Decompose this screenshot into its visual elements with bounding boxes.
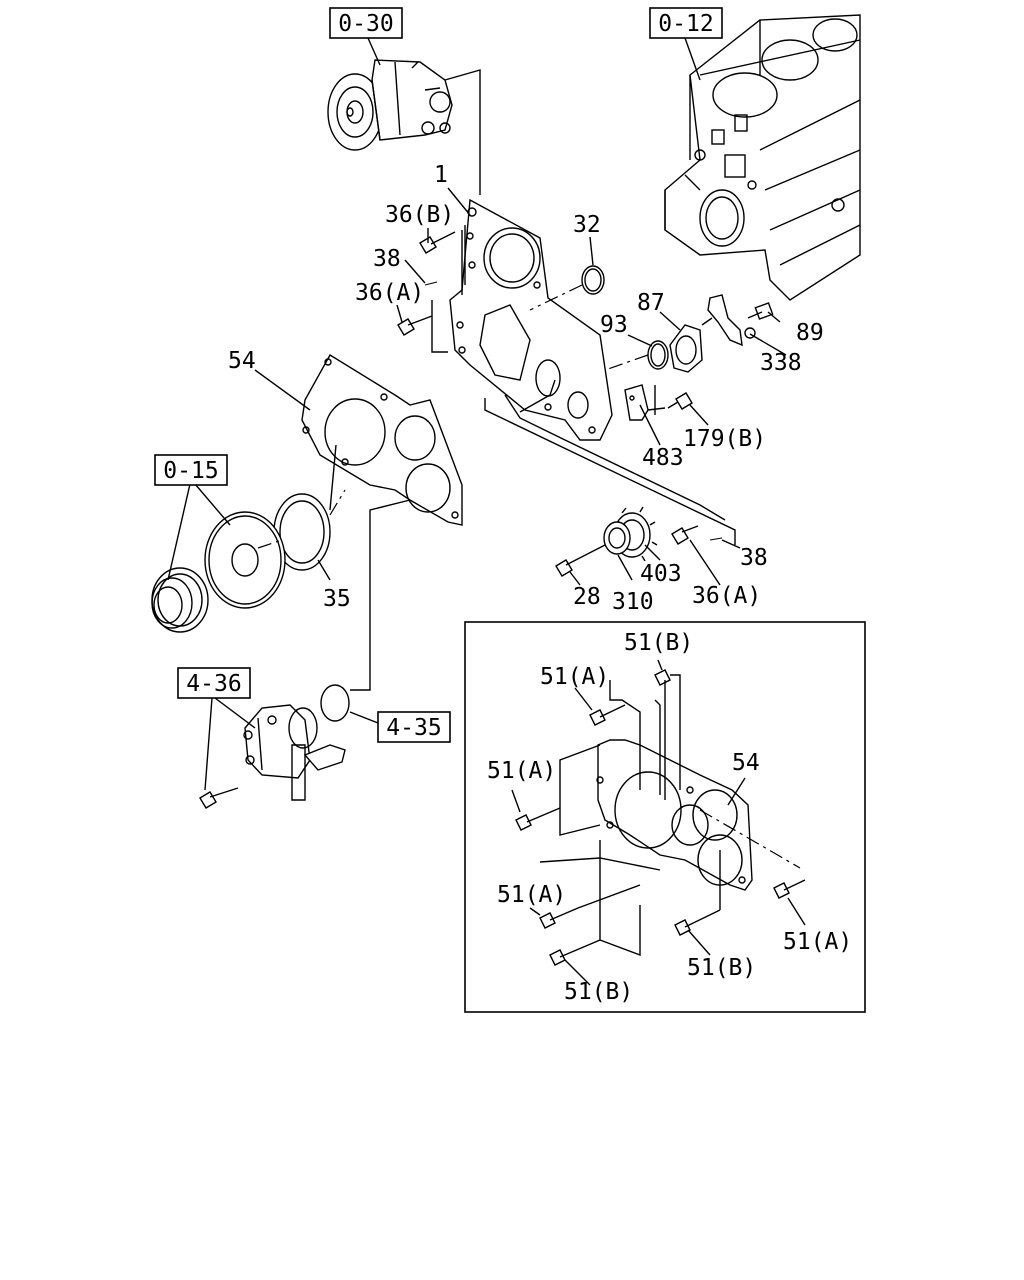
inset-label-51b-bottom: 51(B) [564, 979, 633, 1005]
collar-310-illustration [603, 521, 631, 555]
bolt-36a-bottom-illustration [671, 525, 699, 545]
inset-label-51b-mid: 51(B) [687, 955, 756, 981]
part-label-36a-bottom: 36(A) [692, 583, 761, 609]
ref-box-4-35[interactable]: 4-35 [377, 711, 451, 743]
part-label-36b: 36(B) [385, 202, 454, 228]
inset-label-51b-top: 51(B) [624, 630, 693, 656]
bolt-89-illustration [747, 302, 774, 320]
engine-block-illustration [664, 14, 861, 301]
part-label-179b: 179(B) [683, 426, 766, 452]
part-label-54: 54 [228, 348, 256, 374]
part-label-483: 483 [642, 445, 684, 471]
ref-4-36-text: 4-36 [186, 671, 241, 697]
bolt-36b-top-illustration [419, 231, 456, 254]
ref-box-0-15[interactable]: 0-15 [154, 454, 228, 486]
part-label-35: 35 [323, 586, 351, 612]
part-label-1: 1 [434, 162, 448, 188]
ref-box-0-30[interactable]: 0-30 [329, 7, 403, 39]
pin-38-bottom-illustration [709, 537, 723, 541]
part-label-403: 403 [640, 561, 682, 587]
inset-label-51a-3: 51(A) [497, 882, 566, 908]
inset-gasket-illustration [596, 739, 753, 891]
part-label-89: 89 [796, 320, 824, 346]
ref-0-12-text: 0-12 [658, 11, 713, 37]
cover-87-illustration [669, 324, 703, 373]
ref-0-15-text: 0-15 [163, 458, 218, 484]
oil-pump-illustration [243, 704, 346, 801]
bolt-36a-top-illustration [397, 315, 433, 336]
vacuum-pump-illustration [327, 59, 453, 151]
part-label-36a-top: 36(A) [355, 280, 424, 306]
part-label-87: 87 [637, 290, 665, 316]
part-label-38-top: 38 [373, 246, 401, 272]
leader-lines [167, 37, 787, 791]
inset-bolts [515, 669, 806, 966]
pulley-illustration [151, 511, 286, 633]
pin-38-top-illustration [424, 281, 438, 286]
part-label-28: 28 [573, 584, 601, 610]
seal-32-illustration [581, 265, 605, 295]
part-label-38-bottom: 38 [740, 545, 768, 571]
inset-label-51a-1: 51(A) [540, 664, 609, 690]
part-label-93: 93 [600, 312, 628, 338]
gasket-54-illustration [301, 354, 463, 526]
bolt-4-36-illustration [199, 787, 239, 809]
inset-label-51a-2: 51(A) [487, 758, 556, 784]
bracket-338-illustration [707, 294, 756, 347]
ref-0-30-text: 0-30 [338, 11, 393, 37]
ref-box-0-12[interactable]: 0-12 [649, 7, 723, 39]
bolt-179b-illustration [667, 392, 693, 410]
inset-label-54: 54 [732, 750, 760, 776]
part-label-310: 310 [612, 589, 654, 615]
inset-leader-lines [511, 659, 806, 986]
part-label-338: 338 [760, 350, 802, 376]
ref-4-35-text: 4-35 [386, 715, 441, 741]
ref-box-4-36[interactable]: 4-36 [177, 667, 251, 699]
inset-label-51a-4: 51(A) [783, 929, 852, 955]
part-label-32: 32 [573, 212, 601, 238]
o-ring-4-35-illustration [320, 684, 350, 722]
timing-case-illustration [449, 198, 613, 441]
bolt-28-illustration [555, 544, 606, 577]
